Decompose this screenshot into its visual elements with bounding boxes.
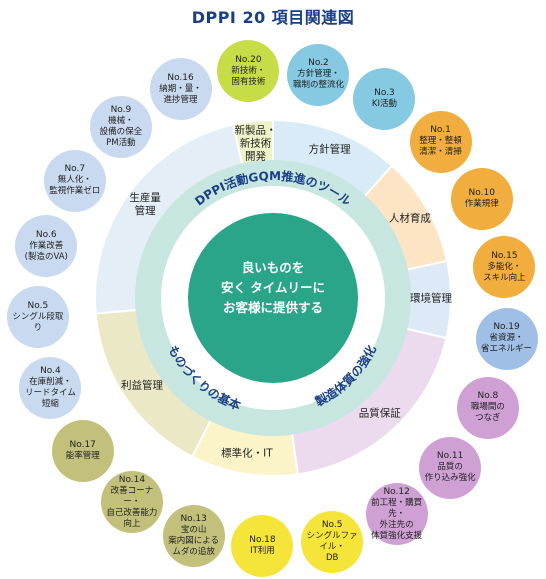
item-number: No.11 (436, 451, 464, 462)
core-text: 良いものを 安く タイムリーに お客様に提供する (220, 260, 326, 315)
item-label: シングルファイル・ DB (306, 531, 358, 564)
item-label: 前工程・購買先・ 外注先の 体質強化支援 (371, 497, 423, 541)
item-number: No.3 (374, 87, 395, 98)
item-number: No.17 (69, 440, 96, 451)
item-number: No.7 (64, 164, 86, 175)
item-number: No.13 (180, 513, 207, 524)
item-number: No.4 (40, 365, 61, 376)
item-number: No.2 (308, 58, 329, 69)
item-number: No.6 (35, 229, 57, 240)
segment-label-4: 品質保証 (358, 407, 401, 420)
item-number: No.14 (118, 474, 146, 485)
item-label: 宝の山 案内図による ムダの追放 (168, 524, 220, 557)
item-label: 在庫削減・ リードタイム 短縮 (25, 376, 76, 409)
item-label: 新技術・ 固有技術 (231, 65, 266, 87)
item-number: No.16 (167, 72, 194, 83)
item-label: 納期・量・ 進捗管理 (159, 83, 202, 105)
item-number: No.5 (27, 300, 49, 311)
item-label: 品質の 作り込み強化 (424, 462, 476, 484)
item-number: No.9 (110, 104, 132, 115)
item-number: No.8 (477, 391, 499, 402)
segment-label-2: 人材育成 (388, 212, 431, 225)
item-number: No.5 (321, 520, 343, 531)
item-label: 能率管理 (65, 451, 100, 462)
item-label: 作業規律 (464, 199, 499, 210)
item-number: No.20 (235, 54, 262, 65)
item-label: KI活動 (371, 98, 397, 109)
item-label: 改善コーナー・ 自己改善能力 向上 (106, 485, 158, 529)
segment-label-1: 方針管理 (308, 143, 351, 156)
item-label: IT利用 (250, 546, 275, 556)
item-label: 機械・ 設備の保全 PM活動 (99, 115, 143, 148)
segment-label-5: 標準化・IT (221, 447, 273, 460)
item-label: 整理・整頓 清潔・清掃 (419, 136, 462, 158)
segment-label-7: 生産量 管理 (129, 192, 161, 218)
core-circle (188, 213, 358, 383)
item-label: 作業改善 (製造のVA) (24, 240, 68, 262)
item-number: No.19 (493, 322, 520, 333)
item-label: 職場間の つなぎ (470, 402, 505, 424)
item-number: No.12 (383, 486, 410, 497)
item-number: No.10 (468, 188, 495, 199)
item-label: 無人化・ 監視作業ゼロ (49, 175, 101, 197)
segment-label-3: 環境管理 (409, 292, 452, 305)
item-label: シングル段取り (12, 311, 64, 333)
item-label: 方針管理・ 職制の整流化 (292, 69, 344, 91)
item-number: No.18 (249, 535, 276, 545)
item-number: No.1 (430, 125, 451, 136)
item-label: 多能化・ スキル向上 (483, 261, 526, 283)
item-number: No.15 (491, 250, 518, 261)
segment-label-6: 利益管理 (121, 379, 163, 392)
segment-label-0: 新製品・ 新技術 開発 (234, 124, 277, 163)
diagram-title: DPPI 20 項目関連図 (191, 8, 355, 27)
item-label: 省資源・ 省エネルギー (481, 333, 533, 355)
